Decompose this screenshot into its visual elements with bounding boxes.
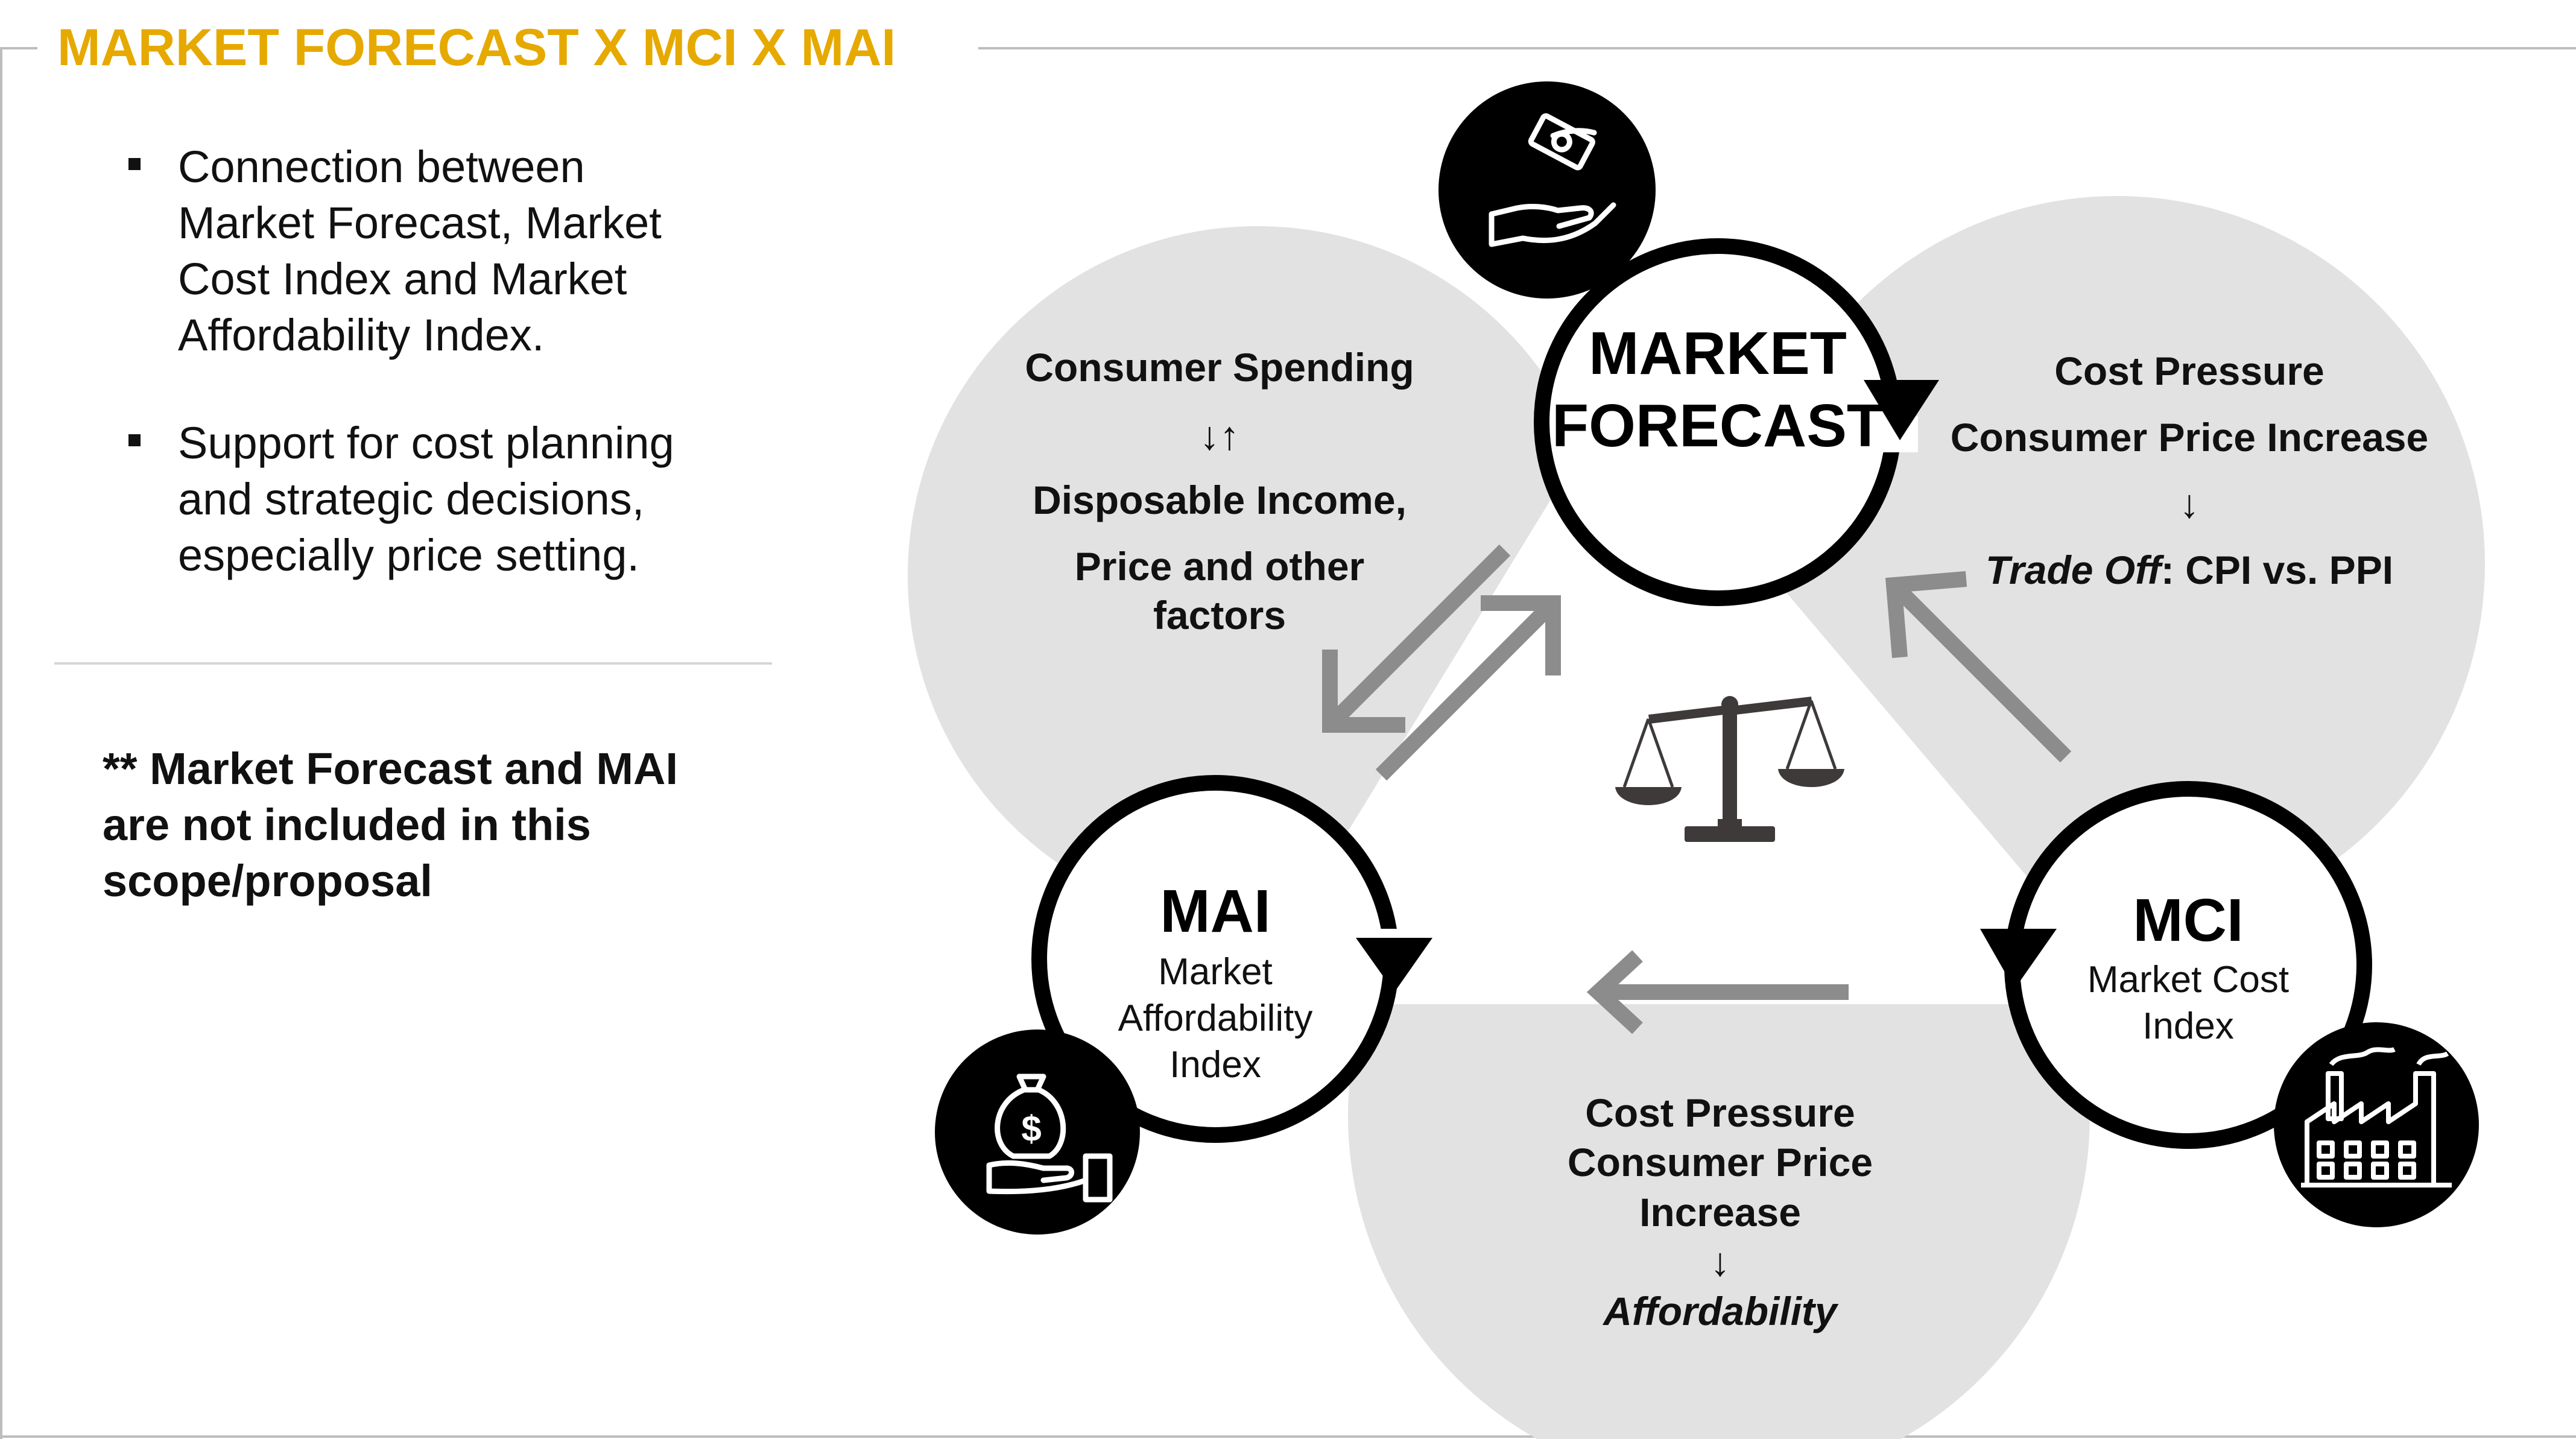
bullet-line: and strategic decisions,	[178, 474, 644, 524]
market-forecast-node: MARKET FORECAST	[1534, 238, 1939, 606]
mai-subtitle-line: Affordability	[1118, 998, 1313, 1039]
note-line: ** Market Forecast and MAI	[103, 744, 678, 794]
bullet-line: Connection between	[178, 142, 585, 192]
factory-icon	[2274, 1022, 2479, 1227]
bullet-line: especially price setting.	[178, 530, 639, 580]
mci-ring-arrowhead	[1980, 929, 2057, 989]
link-right-line: Consumer Price Increase	[1951, 415, 2428, 460]
mci-node: MCI Market Cost Index	[1980, 781, 2372, 1149]
link-bottom-line: Increase	[1639, 1190, 1801, 1235]
svg-text:$: $	[1021, 1109, 1041, 1149]
link-bottom-line: Cost Pressure	[1585, 1090, 1855, 1135]
tradeoff-rest: : CPI vs. PPI	[2161, 548, 2393, 592]
arrow-forecast-to-mai	[1322, 544, 1511, 733]
link-bottom-line: ↓	[1710, 1239, 1730, 1284]
bullet-line: Cost Index and Market	[178, 254, 627, 304]
note-line: are not included in this	[103, 800, 591, 850]
arrow-mci-to-mai	[1586, 950, 1849, 1034]
link-left-line: ↓↑	[1200, 413, 1239, 458]
mai-title: MAI	[1160, 878, 1270, 945]
market-forecast-label-line2: FORECAST	[1552, 392, 1884, 460]
bullet-marker	[128, 434, 141, 446]
bullet-line: Support for cost planning	[178, 418, 674, 468]
link-left-line: factors	[1153, 593, 1286, 637]
link-left-line: Price and other	[1075, 544, 1364, 589]
mai-ring-arrowhead	[1356, 938, 1432, 992]
mai-subtitle-line: Index	[1169, 1044, 1261, 1086]
link-left-line: Disposable Income,	[1033, 478, 1407, 522]
bullet-line: Affordability Index.	[178, 310, 544, 360]
link-right-line: Cost Pressure	[2054, 349, 2324, 393]
bullet-item: Support for cost planning and strategic …	[178, 418, 674, 580]
bullet-item: Connection between Market Forecast, Mark…	[178, 142, 662, 360]
bullet-line: Market Forecast, Market	[178, 198, 662, 248]
arrow-mci-to-forecast	[1885, 571, 2072, 763]
link-label-left: Consumer Spending ↓↑ Disposable Income, …	[1025, 345, 1414, 637]
money-bag-hand-icon: $	[935, 1029, 1140, 1235]
mai-node: MAI Market Affordability Index	[1031, 775, 1432, 1143]
connector-arrows	[1322, 544, 2072, 1034]
link-label-right: Cost Pressure Consumer Price Increase ↓ …	[1951, 349, 2428, 592]
market-forecast-label-line1: MARKET	[1589, 320, 1847, 387]
balance-scale-icon	[1615, 696, 1844, 842]
bullet-marker	[128, 158, 141, 170]
hand-receiving-money-icon	[1438, 81, 1656, 299]
link-label-bottom: Cost Pressure Consumer Price Increase ↓ …	[1568, 1090, 1873, 1333]
mci-title: MCI	[2133, 887, 2243, 954]
link-right-tradeoff: Trade Off: CPI vs. PPI	[1986, 548, 2393, 592]
mci-subtitle-line: Market Cost	[2087, 959, 2289, 1001]
scope-note: ** Market Forecast and MAI are not inclu…	[103, 744, 678, 906]
note-line: scope/proposal	[103, 856, 432, 906]
link-bottom-emphasis: Affordability	[1602, 1289, 1839, 1333]
tradeoff-emphasis: Trade Off	[1986, 548, 2165, 592]
slide-title: MARKET FORECAST X MCI X MAI	[57, 19, 896, 77]
link-right-line: ↓	[2180, 481, 2200, 526]
mai-subtitle-line: Market	[1158, 951, 1272, 993]
link-bottom-line: Consumer Price	[1568, 1140, 1873, 1184]
arrow-mai-to-forecast	[1375, 595, 1561, 781]
bullet-list: Connection between Market Forecast, Mark…	[128, 142, 674, 580]
center-triangle	[1242, 392, 2135, 1004]
link-left-line: Consumer Spending	[1025, 345, 1414, 390]
market-forecast-ring-arrowhead	[1864, 380, 1939, 440]
mci-subtitle-line: Index	[2142, 1005, 2234, 1047]
